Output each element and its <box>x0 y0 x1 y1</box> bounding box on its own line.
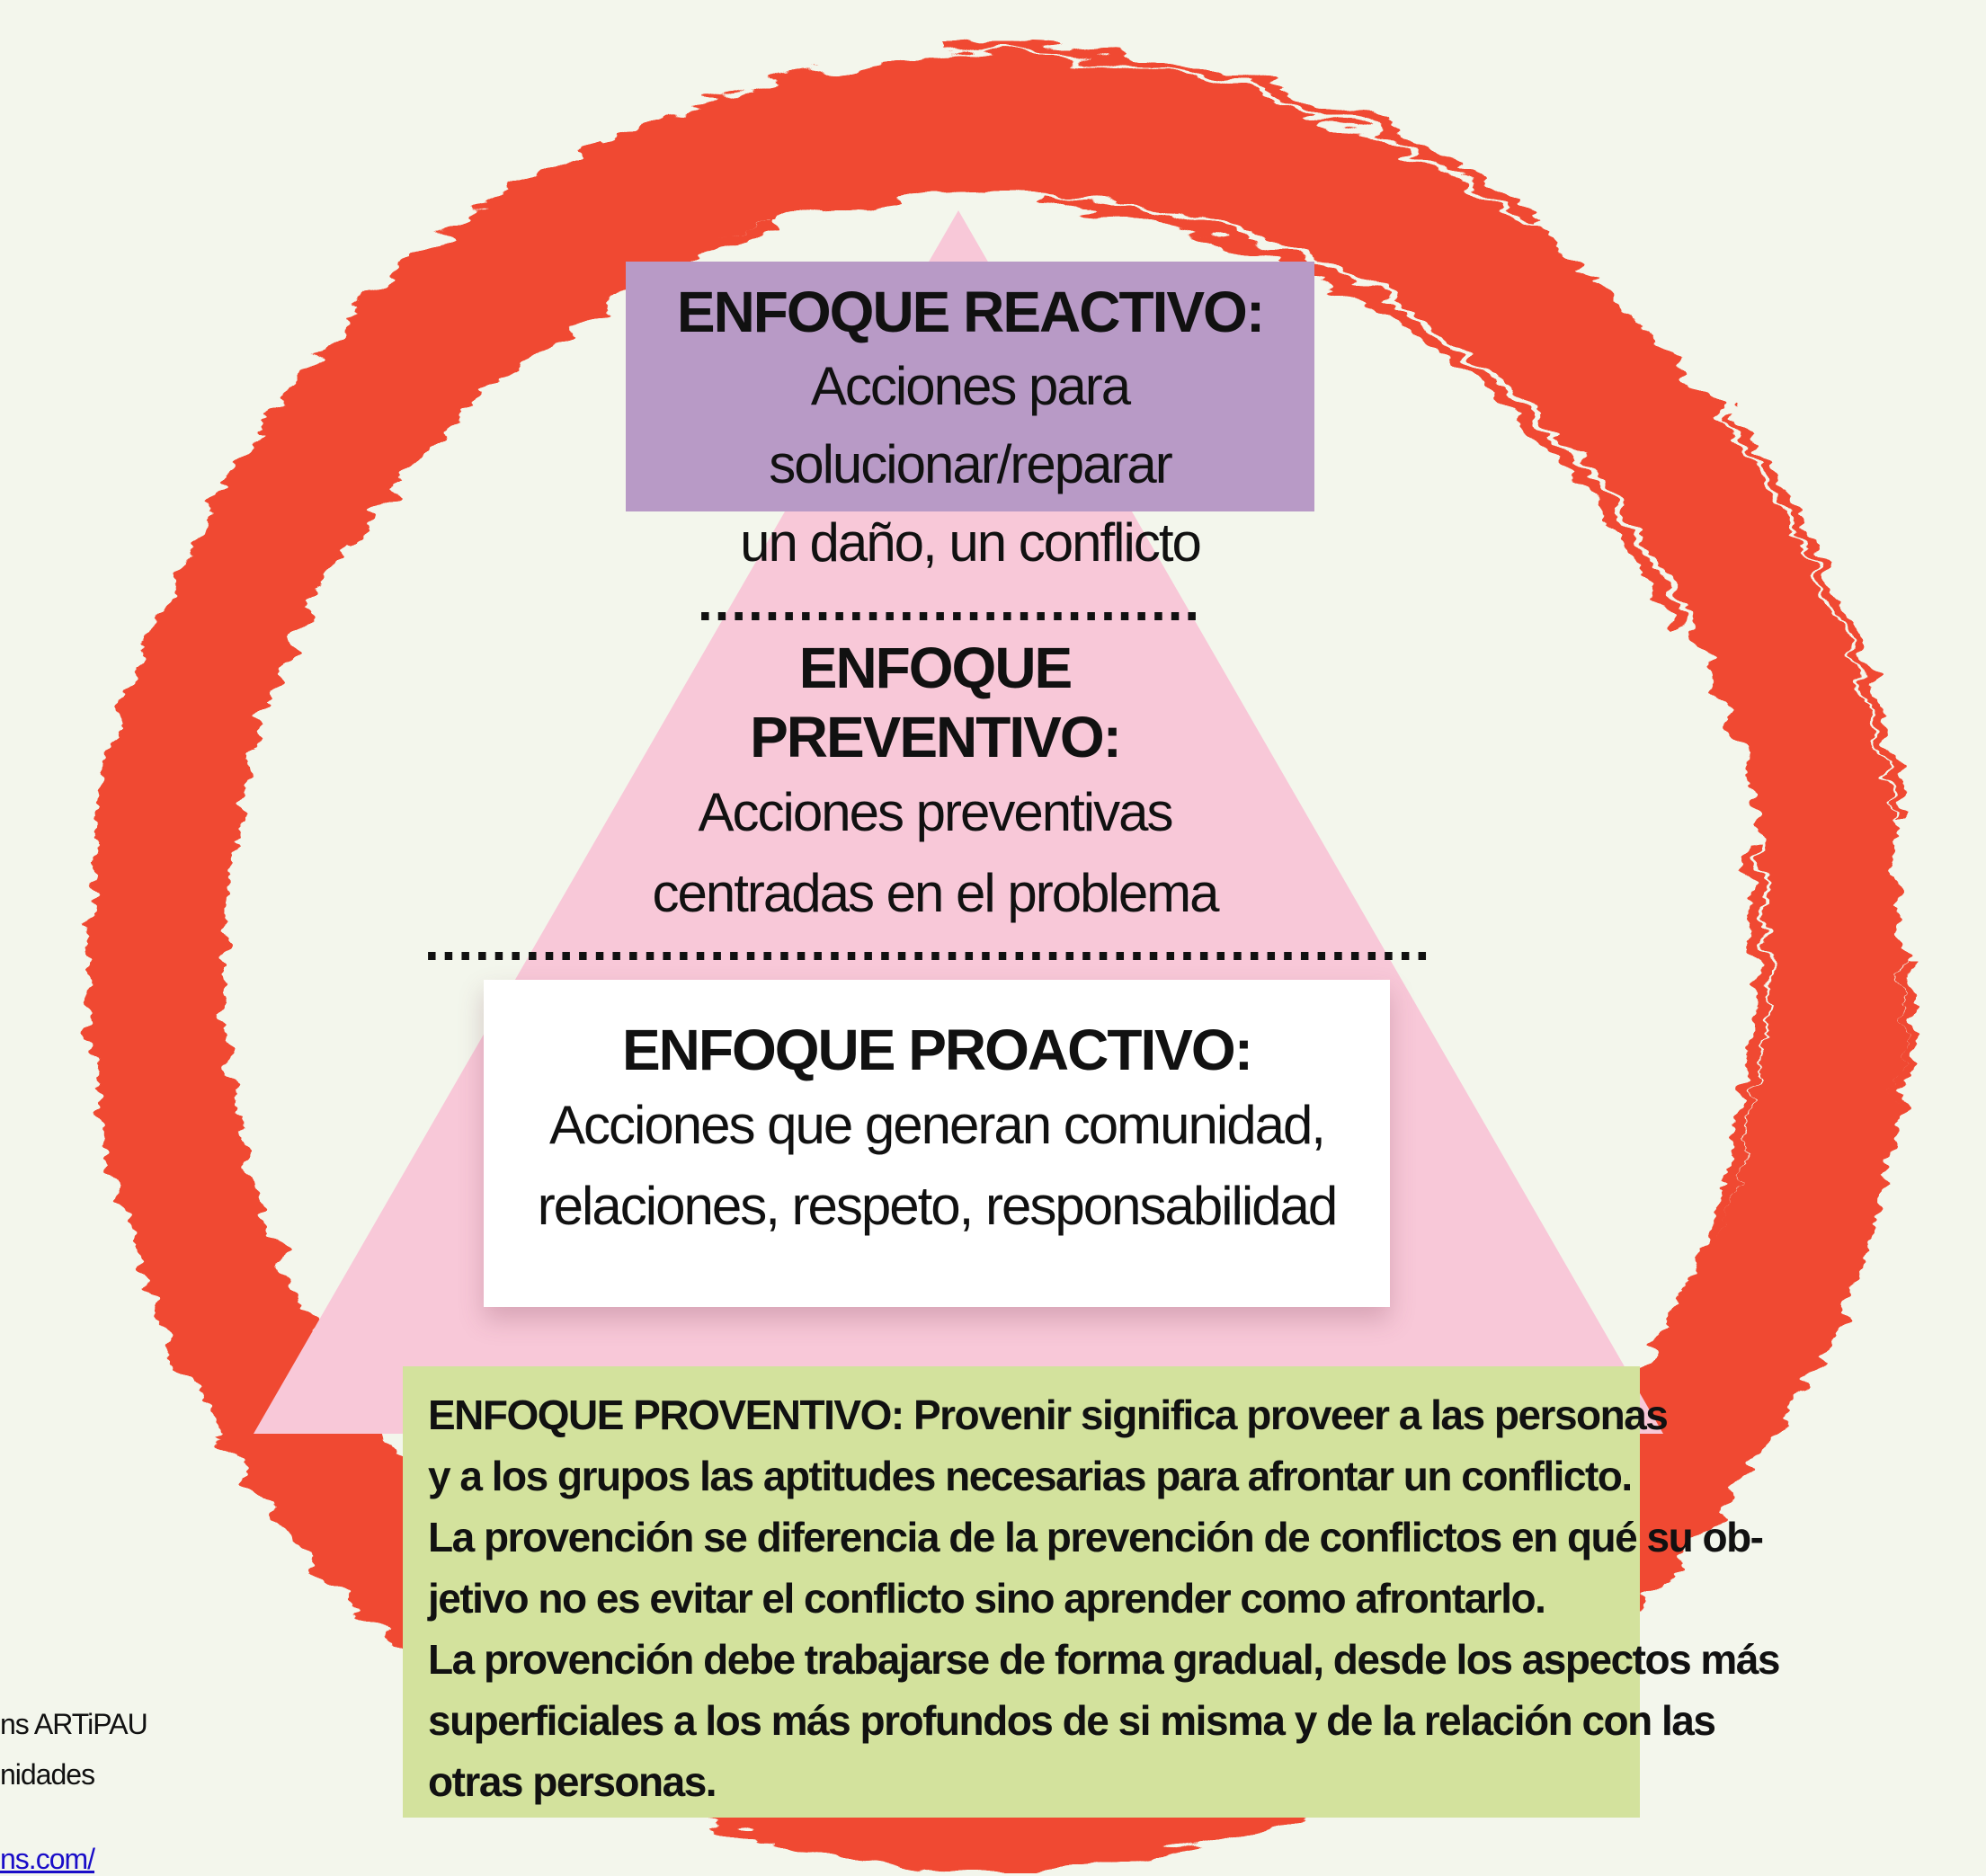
preventive-line-2: centradas en el problema <box>652 862 1219 923</box>
preventive-approach-box: ENFOQUE PREVENTIVO: Acciones preventivas… <box>629 634 1241 934</box>
reactive-line-1: Acciones para solucionar/reparar <box>769 355 1173 494</box>
proactive-line-1: Acciones que generan comunidad, <box>549 1094 1326 1155</box>
proventive-line-6: superficiales a los más profundos de si … <box>428 1697 1716 1745</box>
proventive-line-2: y a los grupos las aptitudes necesarias … <box>428 1453 1633 1500</box>
proventive-line-4: jetivo no es evitar el conflicto sino ap… <box>428 1575 1546 1623</box>
proactive-approach-box: ENFOQUE PROACTIVO: Acciones que generan … <box>484 980 1390 1307</box>
proventive-line-1: ENFOQUE PROVENTIVO: Provenir significa p… <box>428 1391 1669 1438</box>
proventive-line-7: otras personas. <box>428 1758 717 1806</box>
proactive-title: ENFOQUE PROACTIVO: <box>621 1018 1253 1082</box>
brush-circle-outer-stroke <box>89 44 1914 1869</box>
proventive-line-3: La provención se diferencia de la preven… <box>428 1514 1764 1561</box>
preventive-line-1: Acciones preventivas <box>698 781 1174 842</box>
side-credit-link[interactable]: ns.com/ <box>0 1843 95 1875</box>
reactive-approach-box: ENFOQUE REACTIVO: Acciones para solucion… <box>626 262 1314 573</box>
reactive-title: ENFOQUE REACTIVO: <box>676 280 1265 344</box>
proactive-line-2: relaciones, respeto, responsabilidad <box>537 1175 1339 1236</box>
proventive-line-5: La provención debe trabajarse de forma g… <box>428 1636 1781 1684</box>
side-credit-line-2: nidades <box>0 1758 95 1791</box>
side-credit-line-1: ns ARTiPAU <box>0 1708 148 1740</box>
divider-dots-top: .............................. <box>698 572 1202 632</box>
divider-dots-bottom: ........................................… <box>424 911 1432 972</box>
proventive-approach-box: ENFOQUE PROVENTIVO: Provenir significa p… <box>403 1366 1781 1818</box>
preventive-title: ENFOQUE PREVENTIVO: <box>750 636 1122 769</box>
reactive-line-2: un daño, un conflicto <box>740 511 1202 573</box>
